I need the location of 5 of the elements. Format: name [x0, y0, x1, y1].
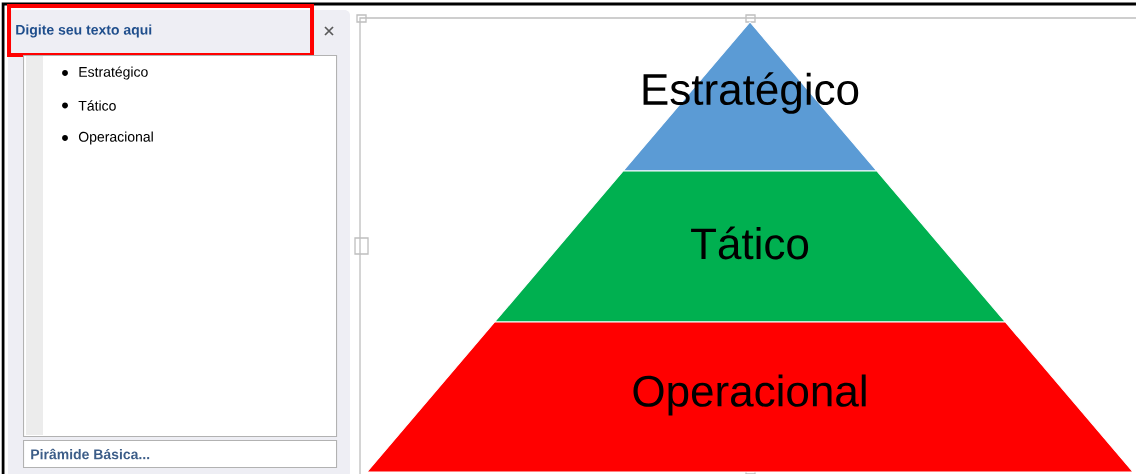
bullet-item: Estratégico — [62, 66, 148, 80]
bullet-item: Operacional — [62, 131, 153, 145]
bullet-list-box — [23, 55, 338, 438]
layout-name-field: Pirâmide Básica... — [23, 440, 338, 469]
bullet-item: Tático — [62, 100, 116, 111]
